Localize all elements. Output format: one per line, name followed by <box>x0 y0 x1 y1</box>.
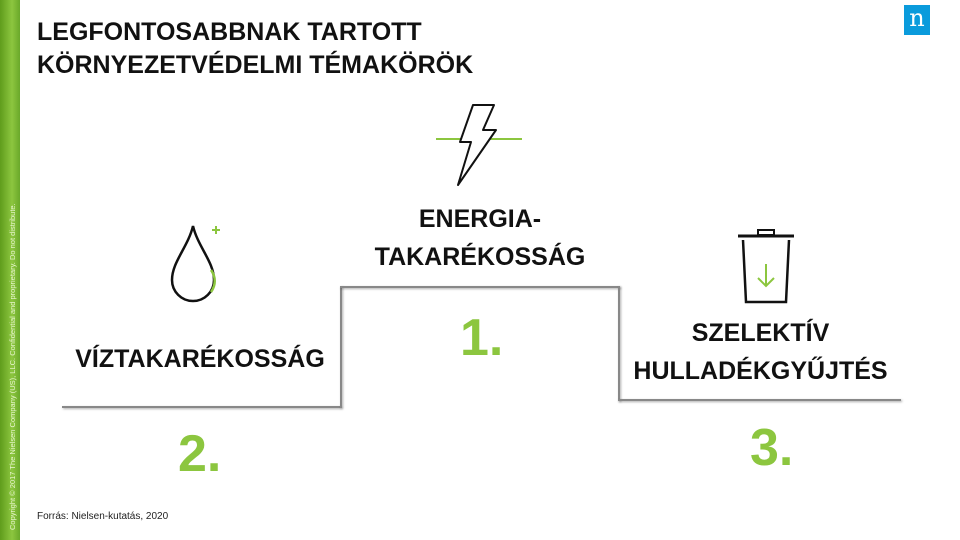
podium-step-1 <box>340 286 620 288</box>
label-line: ENERGIA- <box>418 205 542 233</box>
side-strip <box>0 0 20 540</box>
label-line: HULLADÉKGYŰJTÉS <box>633 357 888 385</box>
podium-step-1-right <box>618 286 620 401</box>
source-note: Forrás: Nielsen-kutatás, 2020 <box>37 511 169 522</box>
podium-step-2 <box>62 406 341 408</box>
label-water: VÍZTAKARÉKOSSÁG <box>75 345 325 373</box>
label-energy: ENERGIA- TAKARÉKOSSÁG <box>340 200 620 276</box>
podium-step-1-left <box>340 286 342 408</box>
rank-2: 2. <box>178 425 222 483</box>
lightning-icon <box>436 104 522 186</box>
label-line: TAKARÉKOSSÁG <box>374 243 586 271</box>
title-line-1: LEGFONTOSABBNAK TARTOTT <box>37 18 422 46</box>
water-drop-icon <box>170 225 220 303</box>
copyright-text: Copyright © 2017 The Nielsen Company (US… <box>8 203 17 530</box>
label-line: SZELEKTÍV <box>691 319 830 347</box>
nielsen-logo: n <box>904 5 930 35</box>
rank-1: 1. <box>460 309 504 367</box>
page-title: LEGFONTOSABBNAK TARTOTT KÖRNYEZETVÉDELMI… <box>37 16 473 82</box>
label-waste: SZELEKTÍV HULLADÉKGYŰJTÉS <box>618 314 903 390</box>
trash-bin-icon <box>738 229 794 304</box>
rank-3: 3. <box>750 419 794 477</box>
title-line-2: KÖRNYEZETVÉDELMI TÉMAKÖRÖK <box>37 51 474 79</box>
podium-step-3 <box>618 399 901 401</box>
